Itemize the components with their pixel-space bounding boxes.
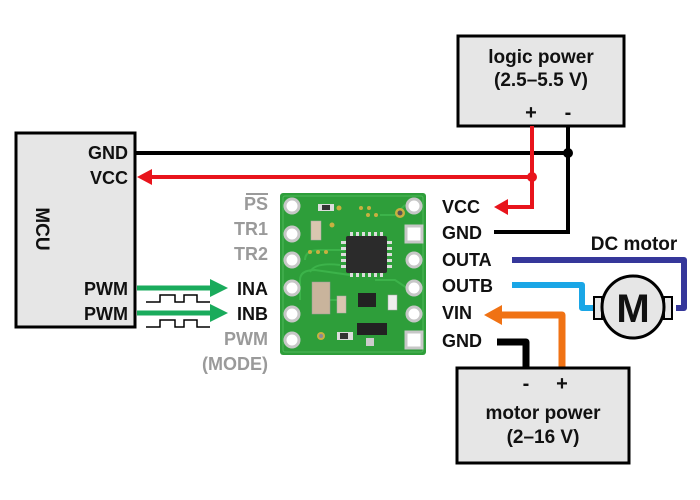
right-pads [404,197,424,350]
wire-outa [512,257,687,311]
motor-power-box [455,366,631,465]
pin-label-ina: INA [237,279,268,299]
wire-motor-gnd [497,338,530,368]
board-left-labels: PS TR1 TR2 INA INB PWM (MODE) [202,193,268,374]
driver-ic [341,232,392,277]
motor-power-range: (2–16 V) [507,427,580,448]
ic-body [346,236,387,273]
pad-gnd-2 [404,330,424,350]
motor-power-plus-terminal: + [556,373,568,395]
resistor-2 [387,294,398,311]
pad-inb [283,305,301,323]
mcu: MCU GND VCC PWM PWM [14,131,137,329]
logic-power-supply: logic power (2.5–5.5 V) + - [456,34,626,128]
pad-ina [283,279,301,297]
pwm-waveform-icon [146,294,210,303]
wire-motor-power [484,305,566,368]
wire-board-gnd [494,126,570,234]
mcu-pin-pwm-b: PWM [84,304,128,324]
wire-vin [500,311,566,368]
vcc-junction-dot [527,172,537,182]
motor-power-supply: - + motor power (2–16 V) [455,366,631,465]
mcu-pin-gnd: GND [88,143,128,163]
motor-symbol [600,274,666,340]
pin-label-vcc: VCC [442,197,480,217]
wire-pwm [137,279,228,328]
pin-label-tr1: TR1 [234,219,268,239]
pin-label-gnd: GND [442,223,482,243]
motor-m-glyph: M [616,287,649,331]
mcu-pin-pwm-a: PWM [84,279,128,299]
pin-label-mode: (MODE) [202,354,268,374]
pad-tr1 [283,225,301,243]
pin-label-vin: VIN [442,303,472,323]
pwm-waveform-icon [146,319,210,328]
motor-power-label: motor power [485,403,601,424]
pin-label-ps: PS [244,194,268,214]
pad-vin [405,305,423,323]
arrowhead-mcu-vcc [137,169,152,185]
arrowhead-vin [484,305,502,325]
left-pads [283,197,301,349]
pin-label-inb: INB [237,304,268,324]
capacitor-large [311,281,331,315]
wire-logic-gnd [136,126,573,234]
logic-power-box [456,34,626,128]
arrowhead-inb [210,304,228,322]
motor-power-minus-terminal: - [523,373,530,395]
pad-pwm [283,331,301,349]
pad-gnd [404,224,424,244]
board-right-labels: VCC GND OUTA OUTB VIN GND [442,197,493,351]
pin-label-outa: OUTA [442,250,492,270]
pad-ps [283,197,301,215]
wire-logic-vcc [137,126,537,215]
wire-motor-outputs [512,257,687,311]
logic-power-plus-terminal: + [525,102,537,124]
mcu-pin-vcc: VCC [90,168,128,188]
wire-board-vcc [506,126,534,209]
driver-board [280,193,426,355]
arrowhead-ina [210,279,228,297]
mcu-box [14,131,137,329]
dc-motor: DC motor M [591,234,678,340]
logic-power-minus-terminal: - [565,102,572,124]
pin-label-outb: OUTB [442,276,493,296]
gnd-junction-dot [563,148,573,158]
dc-motor-label: DC motor [591,234,678,255]
mosfet [357,323,387,335]
mcu-label: MCU [31,207,52,250]
logic-power-range: (2.5–5.5 V) [494,70,588,91]
pin-label-gnd-motor: GND [442,331,482,351]
pin-label-tr2: TR2 [234,244,268,264]
pin-label-pwm: PWM [224,329,268,349]
wire-outb [512,282,594,311]
arrowhead-board-vcc [494,199,508,215]
logic-power-label: logic power [488,47,594,68]
pad-outb [405,279,423,297]
pad-tr2 [283,251,301,269]
capacitor-small [336,295,347,314]
pad-vcc [405,197,423,215]
pad-outa [405,251,423,269]
transistor [358,293,376,307]
capacitor [310,220,322,241]
